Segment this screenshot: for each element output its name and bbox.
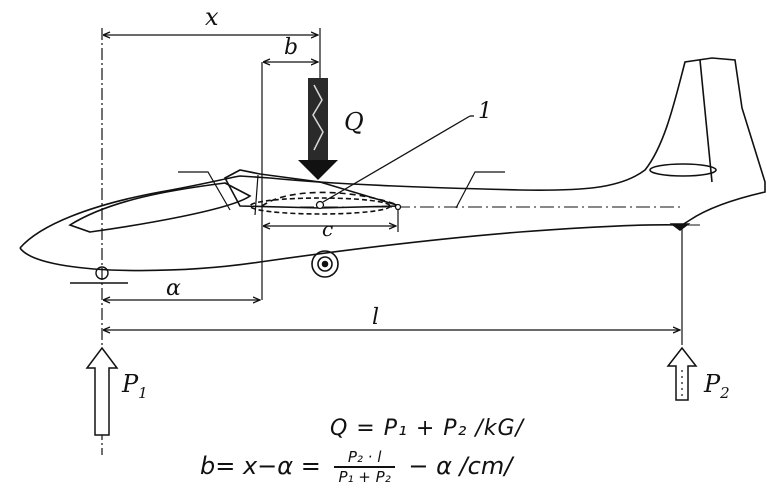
label-p1: P1 — [121, 370, 148, 402]
canopy-outline — [68, 182, 252, 233]
label-l: l — [372, 305, 379, 330]
label-p2: P2 — [703, 370, 730, 402]
horizontal-stabilizer — [649, 163, 717, 177]
fuselage-upper-line — [19, 57, 766, 249]
equation-cg-position: b= x−α = P₂ · l P₁ + P₂ − α /cm/ — [200, 448, 512, 486]
label-c: c — [322, 217, 333, 241]
label-q: Q — [344, 108, 364, 136]
main-wheel — [311, 250, 339, 278]
wing-outline-dashed — [261, 191, 401, 207]
equation-rhs: − α /cm/ — [408, 452, 513, 480]
cg-marker — [315, 115, 474, 211]
equation-total-load: Q = P₁ + P₂ /kG/ — [330, 416, 524, 441]
q-load-arrow — [298, 78, 338, 180]
wing-span-indicators — [178, 171, 505, 216]
wing-root-section — [249, 197, 391, 215]
label-x: x — [205, 3, 219, 31]
label-1: 1 — [478, 99, 492, 124]
fraction-denominator: P₁ + P₂ — [338, 468, 391, 486]
p2-reaction-arrow — [666, 346, 698, 401]
label-b: b — [284, 35, 298, 60]
glider-outline — [19, 57, 766, 272]
label-a: α — [166, 276, 181, 301]
dimension-lines — [104, 35, 680, 330]
equation-fraction: P₂ · l P₁ + P₂ — [334, 448, 395, 486]
equation-lhs: b= x−α = — [200, 452, 321, 480]
p1-reaction-arrow — [85, 346, 119, 436]
fuselage-lower-line — [19, 223, 683, 272]
wing-root-fairing — [223, 169, 401, 209]
tail-fin-leading-edge — [699, 59, 713, 183]
reference-lines — [101, 28, 683, 455]
fraction-numerator: P₂ · l — [334, 448, 395, 468]
